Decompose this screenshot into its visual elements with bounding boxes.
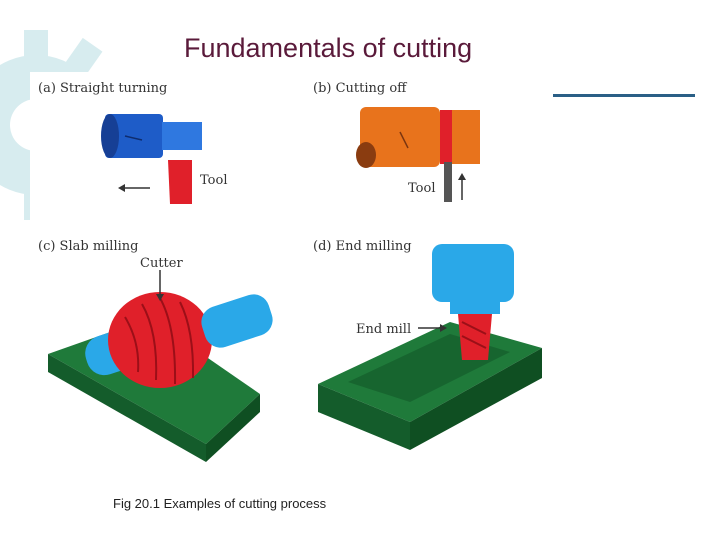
endmill-spindle	[432, 244, 514, 302]
workpiece-orange	[360, 107, 440, 167]
turning-tool	[168, 160, 192, 204]
panel-straight-turning: (a) Straight turning Tool	[38, 81, 227, 204]
panel-cutting-off: (b) Cutting off Tool	[313, 81, 480, 202]
panel-b-tool-label: Tool	[408, 181, 435, 196]
slide-title: Fundamentals of cutting	[184, 33, 473, 63]
slab-cutter	[108, 292, 212, 388]
panel-c-cutter-label: Cutter	[140, 256, 183, 271]
panel-d-label: (d) End milling	[313, 239, 412, 254]
panel-slab-milling: (c) Slab milling Cutter	[38, 239, 273, 462]
arbor-right	[201, 294, 273, 348]
panel-b-label: (b) Cutting off	[313, 81, 408, 96]
end-mill	[458, 314, 492, 360]
workpiece-blue	[105, 114, 163, 158]
cutoff-tool	[444, 162, 452, 202]
panel-d-endmill-label: End mill	[356, 322, 411, 337]
panel-a-label: (a) Straight turning	[38, 81, 167, 96]
cutting-process-figure: (a) Straight turning Tool (b) Cutting of…	[30, 72, 550, 462]
panel-end-milling: (d) End milling End mill	[313, 239, 542, 450]
accent-rule	[553, 94, 695, 97]
panel-a-tool-label: Tool	[200, 173, 227, 188]
panel-c-label: (c) Slab milling	[38, 239, 138, 254]
figure-caption: Fig 20.1 Examples of cutting process	[113, 496, 327, 511]
